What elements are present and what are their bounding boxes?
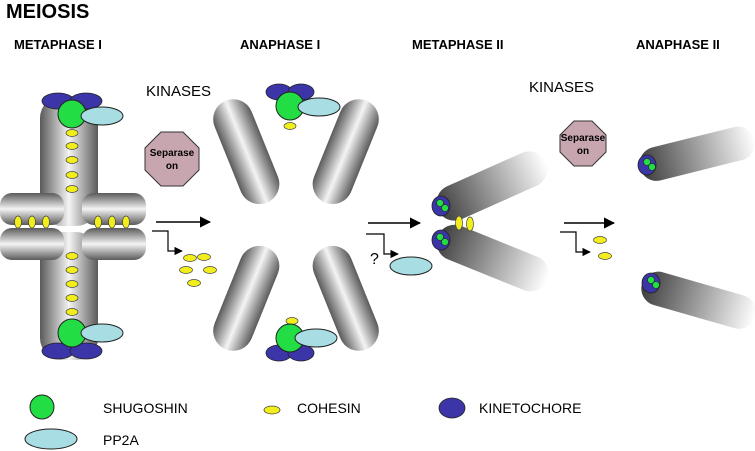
cohesin	[187, 279, 201, 287]
anaphase-2-chromatid-top	[637, 126, 755, 181]
pp2a	[294, 328, 338, 348]
metaphase-2-chromosome	[431, 151, 549, 292]
chromatid	[213, 99, 280, 205]
cohesin	[65, 252, 79, 260]
cohesin	[466, 216, 474, 232]
stage-label-metaphase-1: METAPHASE I	[14, 37, 102, 52]
separase-sign-2: Separase on	[559, 120, 607, 167]
kinases-label-1: KINASES	[146, 83, 211, 100]
chromatid	[0, 228, 64, 260]
anaphase-1-bottom-chromosome	[213, 245, 379, 362]
arrow	[560, 231, 591, 257]
arrow	[152, 230, 183, 256]
chromatid	[82, 228, 146, 260]
arrow	[366, 233, 399, 259]
question-mark: ?	[370, 251, 379, 268]
chromatid	[312, 245, 379, 351]
chromatid	[641, 271, 755, 329]
separase-sign-1: Separase on	[144, 131, 200, 187]
metaphase-1-bivalent	[0, 92, 146, 360]
cohesin	[183, 254, 197, 262]
separase-status: on	[166, 161, 178, 172]
octagon-icon	[144, 131, 200, 187]
chromatid	[639, 126, 755, 181]
separase-label: Separase	[150, 148, 195, 159]
legend: SHUGOSHIN COHESIN KINETOCHORE PP2A	[24, 394, 581, 450]
cohesin	[65, 156, 79, 164]
chromatid	[213, 245, 280, 351]
chromatid	[312, 99, 379, 205]
pp2a	[80, 323, 124, 343]
stage-label-metaphase-2: METAPHASE II	[412, 37, 504, 52]
cohesin	[65, 171, 79, 179]
cohesin	[122, 215, 130, 229]
cohesin	[65, 266, 79, 274]
octagon-icon	[559, 120, 607, 167]
chromatid	[436, 224, 549, 292]
released-cohesins-1	[179, 253, 217, 287]
legend-shugoshin: SHUGOSHIN	[103, 400, 188, 416]
pp2a	[297, 97, 341, 117]
cohesin-legend-icon	[263, 405, 281, 415]
cohesin	[593, 236, 607, 244]
cohesin	[65, 129, 79, 137]
pp2a	[80, 106, 124, 126]
kinases-label-2: KINASES	[529, 79, 594, 96]
shugoshin	[647, 276, 655, 284]
cohesin	[14, 215, 22, 229]
pp2a-legend-icon	[24, 428, 78, 450]
legend-pp2a: PP2A	[103, 432, 139, 448]
kinetochore-legend-icon	[438, 397, 466, 419]
kinetochore	[69, 342, 103, 360]
shugoshin	[643, 158, 651, 166]
legend-cohesin: COHESIN	[297, 400, 361, 416]
separase-status: on	[577, 146, 589, 157]
cohesin	[94, 215, 102, 229]
stage-label-anaphase-2: ANAPHASE II	[636, 37, 720, 52]
separase-label: Separase	[561, 133, 606, 144]
cohesin	[65, 308, 79, 316]
shugoshin	[436, 199, 444, 207]
cohesin	[65, 280, 79, 288]
shugoshin	[652, 281, 660, 289]
cohesin	[28, 215, 36, 229]
anaphase-2-chromatid-bottom	[641, 271, 755, 329]
cohesin	[203, 266, 217, 274]
shugoshin-legend-icon	[29, 394, 55, 420]
stage-label-anaphase-1: ANAPHASE I	[240, 37, 320, 52]
shugoshin	[436, 233, 444, 241]
cohesin	[179, 266, 193, 274]
pp2a	[389, 256, 433, 276]
chromatid	[436, 151, 548, 221]
cohesin	[598, 252, 612, 260]
cohesin	[285, 317, 299, 325]
cohesin	[197, 253, 211, 261]
anaphase-1-top-chromosome	[213, 83, 379, 205]
legend-kinetochore: KINETOCHORE	[479, 400, 581, 416]
cohesin	[65, 142, 79, 150]
shugoshin	[441, 238, 449, 246]
shugoshin	[648, 163, 656, 171]
shugoshin	[441, 204, 449, 212]
cohesin	[42, 215, 50, 229]
cohesin	[65, 185, 79, 193]
cohesin	[455, 215, 463, 231]
cohesin	[65, 294, 79, 302]
cohesin	[283, 122, 297, 130]
figure-title: MEIOSIS	[6, 1, 89, 23]
cohesin	[108, 215, 116, 229]
